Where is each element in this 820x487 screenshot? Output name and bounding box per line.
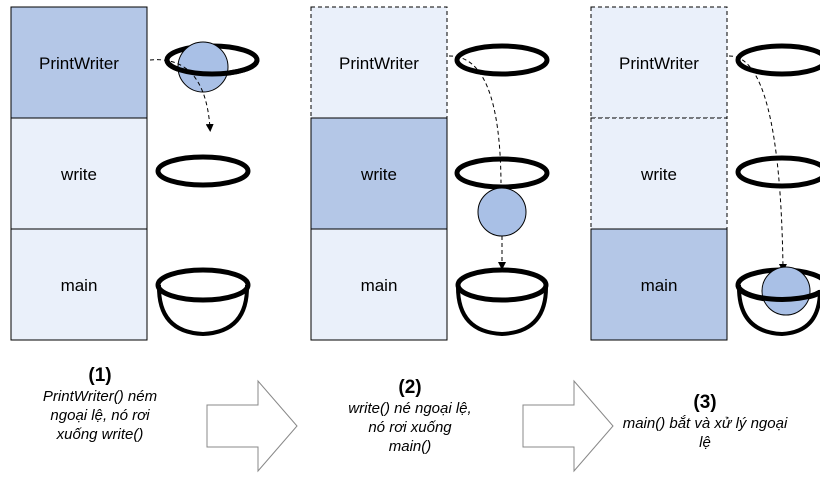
stack-frame-printwriter xyxy=(590,6,728,119)
stack-frame-printwriter xyxy=(10,6,148,119)
stack-frame-label: write xyxy=(640,165,677,184)
stack-frame-label: main xyxy=(641,276,678,295)
basket-net-icon xyxy=(155,267,251,337)
right-block-arrow-icon xyxy=(522,379,614,473)
stack-frame-write xyxy=(590,117,728,230)
ring-hoop-icon xyxy=(735,43,820,77)
stack-frame-printwriter xyxy=(310,6,448,119)
exception-ball-icon xyxy=(761,266,811,316)
stack-frame-label: PrintWriter xyxy=(619,54,699,73)
stack-frame-write xyxy=(310,117,448,230)
stage-1-caption: (1) PrintWriter() ném ngoại lệ, nó rơi x… xyxy=(20,365,180,444)
fall-arrow xyxy=(149,59,214,132)
stack-frame-main xyxy=(10,228,148,341)
ring-hoop-icon xyxy=(155,154,251,188)
fall-arrow xyxy=(448,55,502,184)
stack-frame-label: write xyxy=(60,165,97,184)
ring-hoop-icon xyxy=(454,43,550,77)
basket-net-icon xyxy=(455,267,549,337)
stack-frame-label: PrintWriter xyxy=(39,54,119,73)
stage-3: PrintWriter write main xyxy=(590,6,820,341)
stage-number: (2) xyxy=(398,377,422,398)
basket-net-front-icon xyxy=(735,284,820,302)
ring-hoop-icon xyxy=(735,155,820,189)
stack-frame-label: main xyxy=(361,276,398,295)
stage-description: write() né ngoại lệ, nó rơi xuống main() xyxy=(348,400,472,455)
stage-description: PrintWriter() ném ngoại lệ, nó rơi xuống… xyxy=(42,388,158,443)
ring-hoop-icon xyxy=(454,156,550,190)
stage-description: main() bắt và xử lý ngoại lệ xyxy=(622,415,788,451)
right-block-arrow-icon xyxy=(206,379,298,473)
stack-frame-main xyxy=(310,228,448,341)
stack-frame-main xyxy=(590,228,728,341)
stage-1: PrintWriter write main xyxy=(10,6,260,341)
fall-arrow xyxy=(728,55,787,272)
stage-number: (3) xyxy=(693,392,717,413)
ring-hoop-front-icon xyxy=(164,59,260,77)
stack-frame-label: main xyxy=(61,276,98,295)
stage-3-caption: (3) main() bắt và xử lý ngoại lệ xyxy=(620,392,790,452)
stack-frame-label: PrintWriter xyxy=(339,54,419,73)
exception-ball-icon xyxy=(477,187,527,237)
stage-2-caption: (2) write() né ngoại lệ, nó rơi xuống ma… xyxy=(335,377,485,456)
stage-2: PrintWriter write main xyxy=(310,6,550,341)
stage-number: (1) xyxy=(88,365,112,386)
exception-ball-icon xyxy=(177,41,229,93)
stack-frame-label: write xyxy=(360,165,397,184)
